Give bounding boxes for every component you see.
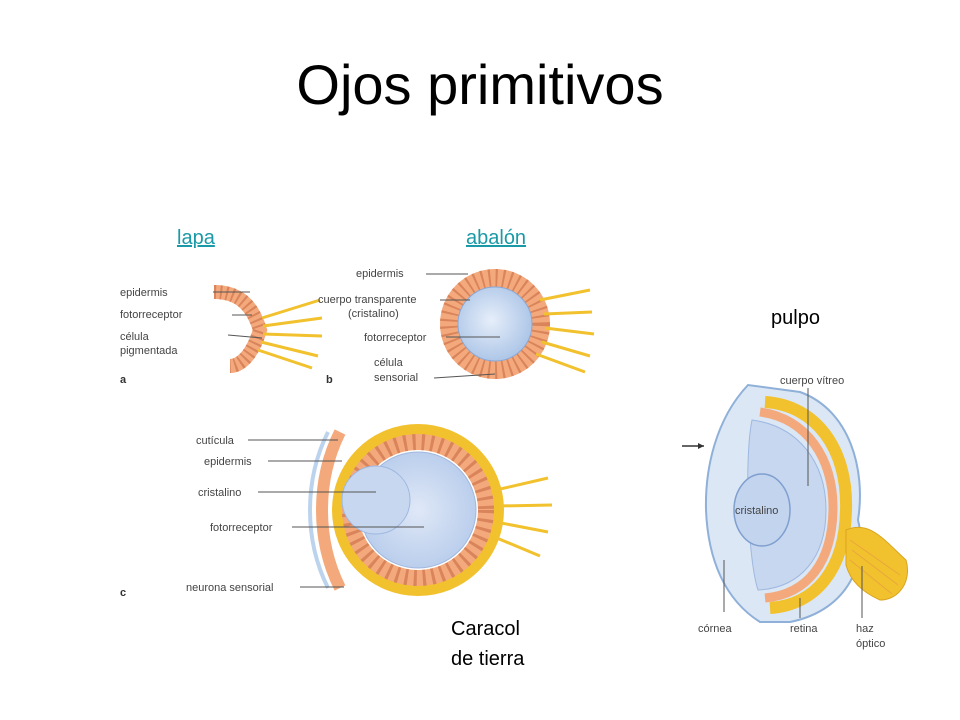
snail-cells	[342, 434, 494, 586]
snail-cuticle	[308, 431, 330, 589]
label-cuerpo-vitreo: cuerpo vítreo	[780, 375, 844, 387]
octopus-nerve-fibers	[849, 539, 901, 595]
abalone-cells	[440, 269, 550, 379]
label-fotorreceptor: fotorreceptor	[210, 522, 273, 534]
limpet-nerves	[257, 298, 323, 370]
caracol-caption-line2: de tierra	[451, 648, 525, 670]
snail-epidermis	[316, 429, 346, 591]
snail-eye-diagram: cutícula epidermis cristalino fotorrecep…	[120, 424, 553, 599]
label-celula: célula	[120, 331, 150, 343]
leader-line	[433, 373, 496, 379]
label-cuticula: cutícula	[196, 435, 235, 447]
label-cuerpo-transparente: cuerpo transparente	[318, 294, 416, 306]
label-haz: haz	[856, 623, 874, 635]
label-epidermis: epidermis	[120, 287, 168, 299]
label-pigmentada: pigmentada	[120, 345, 178, 357]
octopus-eye-diagram: cuerpo vítreo cristalino córnea retina h…	[682, 375, 908, 650]
lapa-link[interactable]: lapa	[177, 227, 215, 249]
abalone-lens	[457, 286, 533, 362]
label-cornea: córnea	[698, 623, 733, 635]
label-epidermis: epidermis	[204, 456, 252, 468]
caracol-caption-line1: Caracol	[451, 618, 520, 640]
label-epidermis: epidermis	[356, 268, 404, 280]
label-optico: óptico	[856, 638, 885, 650]
leader-line	[227, 334, 263, 339]
label-sensorial: sensorial	[374, 372, 418, 384]
octopus-retina	[759, 407, 838, 603]
limpet-cells	[213, 285, 268, 373]
light-arrow-head	[698, 443, 704, 449]
figure-letter-b: b	[326, 374, 333, 386]
pulpo-caption: pulpo	[771, 307, 820, 329]
octopus-lens	[733, 473, 791, 547]
snail-nerves	[491, 476, 553, 558]
label-cristalino: (cristalino)	[348, 308, 399, 320]
label-fotorreceptor: fotorreceptor	[120, 309, 183, 321]
label-cristalino: cristalino	[198, 487, 241, 499]
octopus-outer-wall	[764, 396, 853, 614]
label-retina: retina	[790, 623, 818, 635]
figure-letter-c: c	[120, 587, 126, 599]
label-celula: célula	[374, 357, 404, 369]
abalone-eye-diagram: epidermis cuerpo transparente (cristalin…	[318, 268, 595, 386]
label-cristalino: cristalino	[735, 505, 778, 517]
label-neurona-sensorial: neurona sensorial	[186, 582, 273, 594]
abalon-link[interactable]: abalón	[466, 227, 527, 249]
page-title: Ojos primitivos	[296, 53, 664, 116]
caracol-caption: Caracol de tierra	[451, 614, 524, 674]
snail-lens	[341, 465, 411, 535]
limpet-eye-diagram: epidermis fotorreceptor célula pigmentad…	[120, 285, 323, 386]
snail-outer-ring	[332, 424, 504, 596]
abalone-nerves	[535, 288, 595, 374]
figure-letter-a: a	[120, 374, 127, 386]
octopus-optic-nerve	[845, 526, 908, 601]
label-fotorreceptor: fotorreceptor	[364, 332, 427, 344]
